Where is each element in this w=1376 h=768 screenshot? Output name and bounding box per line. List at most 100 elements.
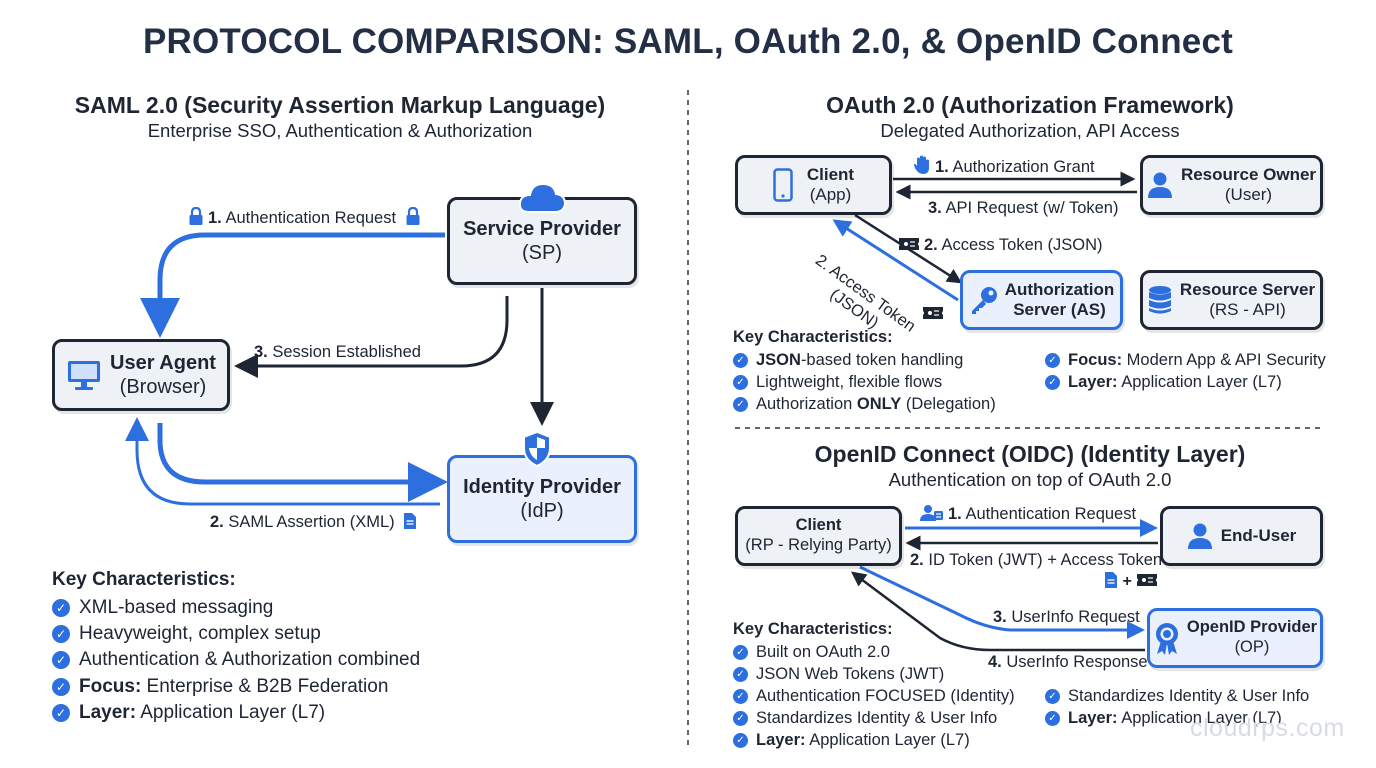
document-icon xyxy=(1105,572,1117,588)
check-icon: ✓ xyxy=(733,353,748,369)
service-provider-detail: (SP) xyxy=(522,242,562,264)
list-item: ✓Standardizes Identity & User Info xyxy=(1045,686,1309,708)
list-item: ✓Layer: Application Layer (L7) xyxy=(733,729,1015,751)
resource-owner-detail: (User) xyxy=(1224,185,1273,204)
document-icon xyxy=(404,513,417,529)
resource-server-name: Resource Server xyxy=(1179,279,1316,299)
identity-provider-detail: (IdP) xyxy=(520,500,564,522)
saml-flow-3: 3. Session Established xyxy=(254,343,421,361)
saml-title: SAML 2.0 (Security Assertion Markup Lang… xyxy=(74,92,606,118)
oidc-flow-4: 4. UserInfo Response xyxy=(988,653,1148,671)
phone-icon xyxy=(773,168,793,202)
oauth-flow-1: 1. Authorization Grant xyxy=(913,155,1095,177)
check-icon: ✓ xyxy=(733,710,748,726)
oidc-arrow-userinfo-request xyxy=(859,565,1145,639)
check-icon: ✓ xyxy=(733,688,748,704)
check-icon: ✓ xyxy=(733,375,748,391)
lock-icon xyxy=(189,206,203,225)
openid-provider-name: OpenID Provider xyxy=(1186,618,1318,637)
oauth-kc-right-list: ✓Focus: Modern App & API Security ✓Layer… xyxy=(1045,350,1326,394)
oidc-subtitle: Authentication on top of OAuth 2.0 xyxy=(888,469,1172,490)
oidc-token-icons: + xyxy=(1104,571,1158,591)
list-item: ✓Standardizes Identity & User Info xyxy=(733,707,1015,729)
oidc-client-detail: (RP - Relying Party) xyxy=(745,536,892,554)
user-agent-name: User Agent xyxy=(110,352,216,374)
check-icon: ✓ xyxy=(733,732,748,748)
oauth-flow-2: 2. Access Token (JSON) xyxy=(898,236,1103,255)
identity-provider-name: Identity Provider xyxy=(463,476,621,498)
oidc-flow-1: 1. Authentication Request xyxy=(920,504,1136,524)
saml-kc-list: ✓XML-based messaging ✓Heavyweight, compl… xyxy=(52,595,420,726)
oidc-kc-left-list: ✓Built on OAuth 2.0 ✓JSON Web Tokens (JW… xyxy=(733,642,1015,751)
list-item: ✓Heavyweight, complex setup xyxy=(52,621,420,647)
oauth-client-name: Client xyxy=(806,164,855,184)
oauth-kc-title: Key Characteristics: xyxy=(733,328,893,346)
check-icon: ✓ xyxy=(1045,353,1060,369)
check-icon: ✓ xyxy=(52,651,70,670)
check-icon: ✓ xyxy=(52,703,70,722)
saml-user-agent-box: User Agent (Browser) xyxy=(52,339,230,411)
watermark: cloudrps.com xyxy=(1190,714,1345,742)
list-item: ✓Layer: Application Layer (L7) xyxy=(1045,708,1309,730)
check-icon: ✓ xyxy=(52,599,70,618)
resource-server-detail: (RS - API) xyxy=(1209,300,1286,319)
saml-arrow-auth-request xyxy=(140,232,445,338)
list-item: ✓JSON-based token handling xyxy=(733,350,996,372)
saml-arrow-assertion xyxy=(125,417,440,506)
oidc-kc-title: Key Characteristics: xyxy=(733,620,893,638)
saml-arrow-ua-to-idp xyxy=(157,423,448,502)
saml-flow-1: 1. Authentication Request xyxy=(188,206,421,228)
list-item: ✓Layer: Application Layer (L7) xyxy=(1045,372,1326,394)
check-icon: ✓ xyxy=(733,667,748,683)
oauth-arrow-as-to-client xyxy=(832,219,959,302)
check-icon: ✓ xyxy=(52,677,70,696)
oidc-provider-box: OpenID Provider (OP) xyxy=(1147,608,1323,668)
key-icon xyxy=(971,287,997,314)
oauth-title: OAuth 2.0 (Authorization Framework) xyxy=(826,92,1234,118)
lock-icon xyxy=(406,206,420,225)
user-agent-detail: (Browser) xyxy=(119,376,207,398)
auth-server-name: Authorization xyxy=(1004,279,1115,299)
monitor-icon xyxy=(68,361,101,390)
auth-server-detail: Server (AS) xyxy=(1013,300,1106,319)
oidc-end-user-box: End-User xyxy=(1160,506,1323,566)
oauth-auth-server-box: Authorization Server (AS) xyxy=(960,270,1123,330)
plus-sign: + xyxy=(1122,573,1132,590)
list-item: ✓Authentication FOCUSED (Identity) xyxy=(733,686,1015,708)
check-icon: ✓ xyxy=(733,645,748,661)
list-item: ✓Lightweight, flexible flows xyxy=(733,372,996,394)
check-icon: ✓ xyxy=(733,396,748,412)
saml-flow-2: 2. SAML Assertion (XML) xyxy=(210,512,417,532)
saml-arrow-session xyxy=(234,296,509,378)
oidc-flow-3: 3. UserInfo Request xyxy=(993,608,1140,626)
database-icon xyxy=(1148,286,1171,314)
list-item: ✓Focus: Modern App & API Security xyxy=(1045,350,1326,372)
page-title: PROTOCOL COMPARISON: SAML, OAuth 2.0, & … xyxy=(142,22,1233,61)
oidc-client-name: Client xyxy=(795,516,842,535)
user-icon xyxy=(1147,172,1172,198)
oidc-flow-2: 2. ID Token (JWT) + Access Token xyxy=(910,551,1163,569)
check-icon: ✓ xyxy=(1045,375,1060,391)
ticket-icon xyxy=(899,238,919,250)
list-item: ✓Authorization ONLY (Delegation) xyxy=(733,394,996,416)
service-provider-name: Service Provider xyxy=(463,218,621,240)
hand-icon xyxy=(914,155,929,174)
oauth-client-detail: (App) xyxy=(809,185,852,204)
oauth-kc-left-list: ✓JSON-based token handling ✓Lightweight,… xyxy=(733,350,996,415)
list-item: ✓Focus: Enterprise & B2B Federation xyxy=(52,674,420,700)
oauth-resource-server-box: Resource Server (RS - API) xyxy=(1140,270,1323,330)
list-item: ✓XML-based messaging xyxy=(52,595,420,621)
oauth-client-box: Client (App) xyxy=(735,155,892,215)
check-icon: ✓ xyxy=(1045,711,1060,727)
oauth-subtitle: Delegated Authorization, API Access xyxy=(880,120,1180,141)
oidc-client-box: Client (RP - Relying Party) xyxy=(735,506,902,566)
check-icon: ✓ xyxy=(1045,689,1060,705)
user-icon xyxy=(920,505,943,521)
resource-owner-name: Resource Owner xyxy=(1180,164,1317,184)
badge-icon xyxy=(1155,623,1178,655)
oauth-resource-owner-box: Resource Owner (User) xyxy=(1140,155,1323,215)
oauth-flow-3: 3. API Request (w/ Token) xyxy=(928,199,1119,217)
check-icon: ✓ xyxy=(52,625,70,644)
oidc-title: OpenID Connect (OIDC) (Identity Layer) xyxy=(814,441,1246,467)
